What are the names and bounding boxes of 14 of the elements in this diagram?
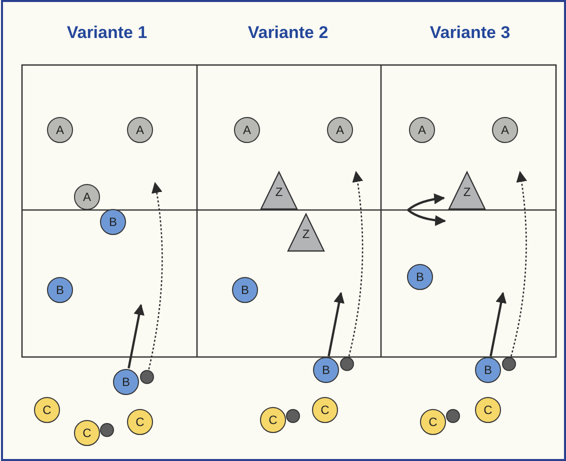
arrow [128, 304, 144, 368]
variant-heading: Variante 2 [248, 22, 328, 44]
arrow [490, 292, 506, 356]
dotted-arrow [348, 170, 364, 356]
arrow [407, 209, 446, 226]
cone-triangle: Z [447, 170, 487, 210]
arrow [328, 292, 344, 356]
variant-heading: Variante 1 [66, 22, 148, 44]
variant-heading: Variante 3 [430, 22, 510, 44]
cone-triangle: Z [286, 212, 326, 252]
dotted-arrow [148, 182, 163, 370]
cone-triangle: Z [259, 170, 299, 210]
arrow [407, 194, 446, 211]
dotted-arrow [510, 170, 527, 356]
